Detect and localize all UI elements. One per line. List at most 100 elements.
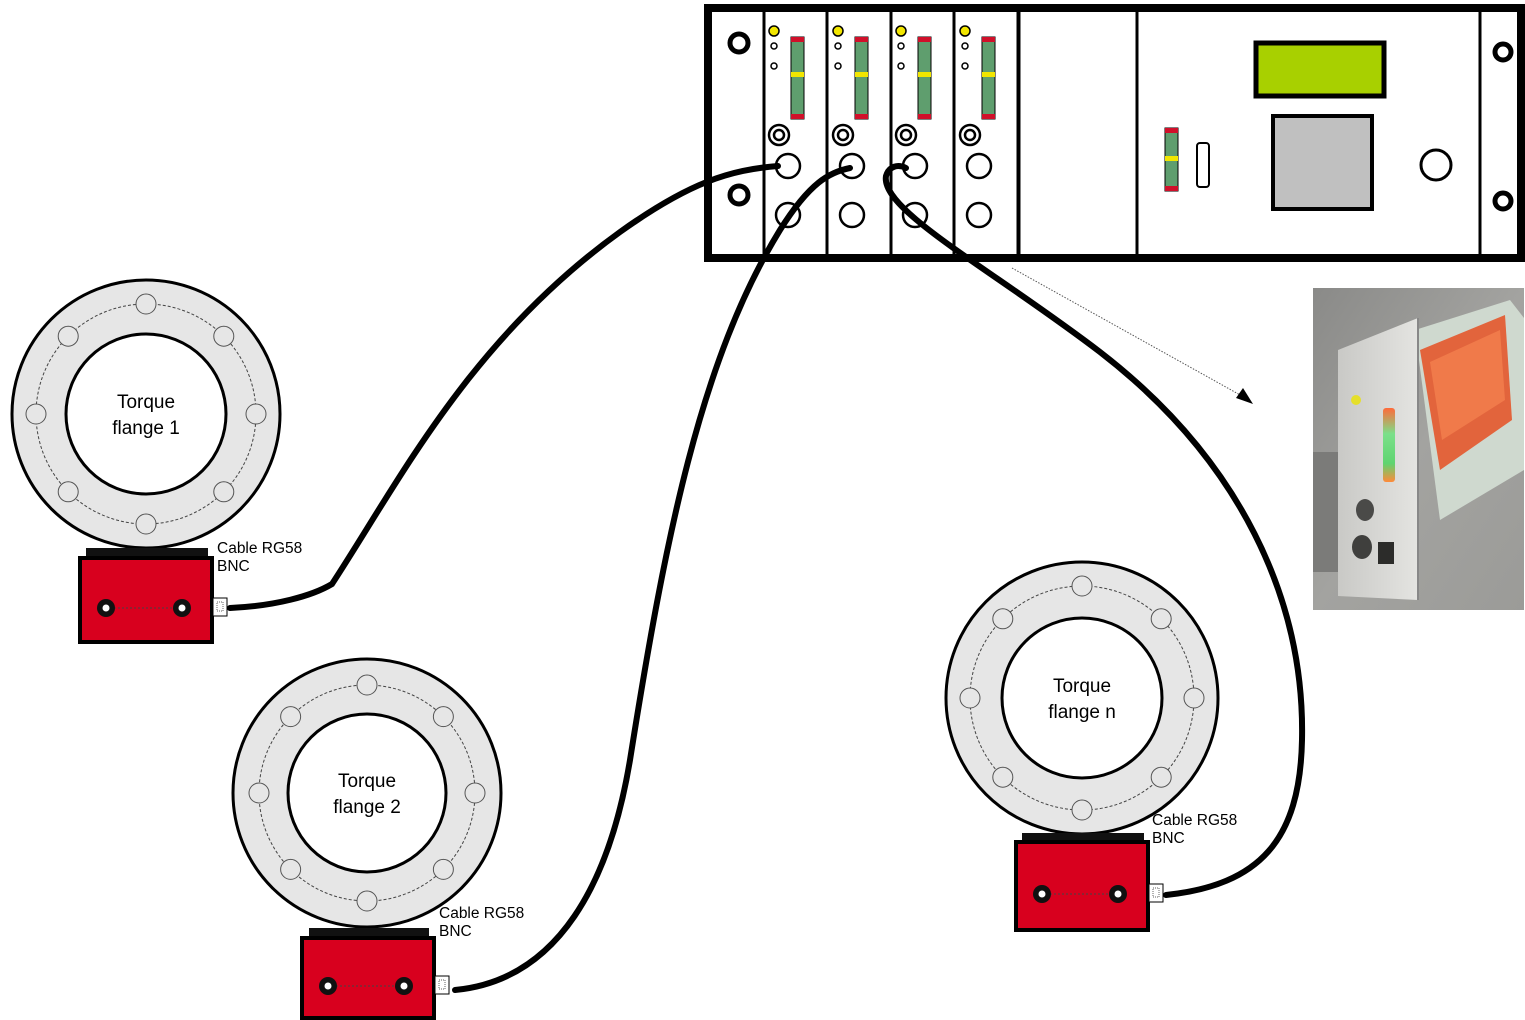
power-knob [1419,148,1453,182]
level-bar-bottom [918,114,931,119]
level-bar [854,36,869,120]
slot-indicator [1196,142,1210,188]
bolt-hole [356,890,378,912]
pointer-arrow [1011,267,1253,404]
level-bar-top [982,37,995,42]
small-led [770,42,778,50]
connector-inner [963,128,977,142]
blank-panel [1017,12,1139,254]
small-led [834,62,842,70]
connector-housing [78,556,214,644]
cable-label-line1: Cable RG58 [1152,812,1237,829]
control-unit [1164,40,1453,211]
module-photo [1313,288,1524,610]
amplifier-module [958,12,1020,254]
amplifier-module [831,12,893,254]
level-bar [981,36,996,120]
level-bar-top [918,37,931,42]
bnc-output [965,201,993,229]
screw-slot [1114,890,1122,898]
level-bar [917,36,932,120]
bolt-hole [280,706,302,728]
cable-flange-1 [227,163,781,611]
bolt-hole [248,782,270,804]
bolt-hole [1071,575,1093,597]
connector-inner [899,128,913,142]
status-led [895,25,907,37]
bolt-hole [245,403,267,425]
small-led [961,62,969,70]
bolt-hole [57,325,79,347]
bnc-plug [434,975,450,995]
bolt-hole [280,858,302,880]
cable-label-line2: BNC [1152,830,1185,847]
bolt-hole [1150,766,1172,788]
bolt-hole [356,674,378,696]
level-bar-marker [982,72,995,77]
status-led [832,25,844,37]
bolt-hole [1183,687,1205,709]
bolt-hole [992,766,1014,788]
level-bar [790,36,805,120]
screw-slot [324,982,332,990]
bolt-hole [135,293,157,315]
bolt-hole [1150,608,1172,630]
screw-slot [1038,890,1046,898]
rack-right-ear [1478,12,1514,254]
small-led [961,42,969,50]
bolt-hole [213,325,235,347]
level-bar-top [855,37,868,42]
level-bar-bottom [791,114,804,119]
bolt-hole [432,706,454,728]
cable-label-line2: BNC [439,923,472,940]
bolt-hole [992,608,1014,630]
bnc-plug-inner [216,601,224,612]
flange-label-line1: Torque [1053,676,1111,697]
flange-label-line1: Torque [117,392,175,413]
bnc-input [965,152,993,180]
bolt-hole [57,481,79,503]
screw-slot [400,982,408,990]
flange-label-line2: flange 2 [333,797,401,818]
status-led [768,25,780,37]
connector-housing [300,936,436,1020]
cable-label-line2: BNC [217,558,250,575]
bnc-plug-inner [1152,887,1160,898]
level-bar-marker [918,72,931,77]
level-bar-top [791,37,804,42]
bnc-output [838,201,866,229]
cable-label-line1: Cable RG58 [217,540,302,557]
cable-label-line1: Cable RG58 [439,905,524,922]
level-bar-bottom [855,114,868,119]
small-led [834,42,842,50]
cable-flange-n [882,163,1306,898]
measurement-rack [704,4,1525,262]
lcd-display [1253,40,1387,99]
small-led [770,62,778,70]
small-led [897,62,905,70]
flange-label-line2: flange 1 [112,418,180,439]
flange-bore [1000,616,1164,780]
level-bar-marker [791,72,804,77]
keypad-panel [1271,114,1374,211]
screw-slot [178,604,186,612]
status-led [959,25,971,37]
flange-bore [286,712,448,874]
connector-inner [772,128,786,142]
flange-label-line2: flange n [1048,702,1116,723]
bolt-hole [213,481,235,503]
rack-left-ear [727,12,766,254]
bnc-plug [1148,883,1164,903]
small-led [897,42,905,50]
bolt-hole [135,513,157,535]
flange-label-line1: Torque [338,771,396,792]
flange-bore [64,332,228,496]
bolt-hole [25,403,47,425]
level-indicator [1164,127,1179,192]
bolt-hole [432,858,454,880]
level-bar-bottom [982,114,995,119]
